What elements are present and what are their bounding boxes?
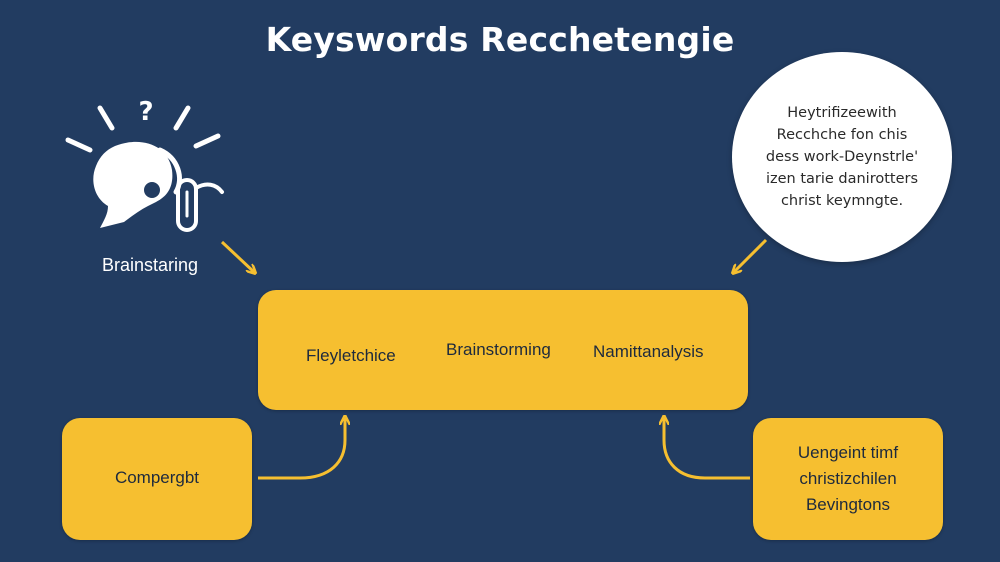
center-item-brainstorming: Brainstorming [446, 340, 551, 359]
brainstorm-head-icon: ? [60, 88, 240, 248]
arrow-left-to-center [258, 418, 345, 480]
bubble-line: Recchche fon chis [776, 127, 908, 143]
right-box-line: Bevingtons [805, 495, 891, 514]
right-box-line: christizchilen [799, 469, 897, 488]
arrow-right-to-center [664, 418, 750, 480]
bubble-line: christ keymngte. [780, 193, 904, 209]
center-box: Fleyletchice Brainstorming Namittanalysi… [258, 290, 748, 410]
svg-text:?: ? [138, 97, 153, 127]
bubble-line: izen tarie danirotters [765, 171, 919, 187]
speech-bubble: Heytrifizeewith Recchche fon chis dess w… [732, 52, 952, 262]
left-box: Compergbt [62, 418, 252, 540]
bubble-line: dess work-Deynstrle' [765, 149, 919, 165]
center-item-fleyletchice: Fleyletchice [306, 346, 396, 365]
center-item-namittanalysis: Namittanalysis [593, 342, 704, 361]
brainstorm-label: Brainstaring [101, 255, 199, 275]
left-box-label: Compergbt [114, 468, 200, 487]
bubble-line: Heytrifizeewith [787, 105, 897, 121]
right-box: Uengeint timf christizchilen Bevingtons [753, 418, 943, 540]
right-box-line: Uengeint timf [797, 443, 899, 462]
diagram-title: Keyswords Recchetengie [265, 20, 735, 59]
arrow-bubble-to-center [734, 238, 768, 272]
